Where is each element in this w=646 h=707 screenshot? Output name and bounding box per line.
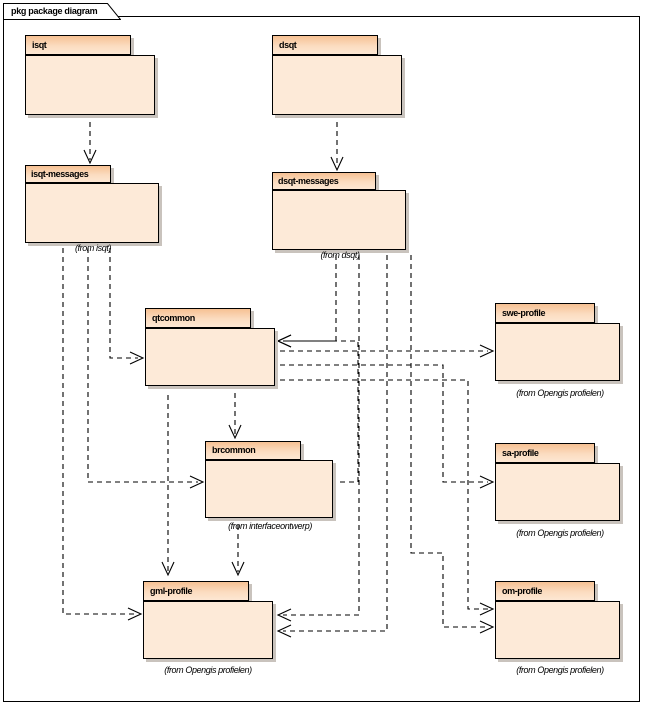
package-body (25, 55, 155, 115)
package-body (495, 463, 620, 521)
package-name: dsqt-messages (278, 176, 339, 186)
package-from-note-dsqt-messages: (from dsqt) (320, 250, 360, 260)
package-body (25, 183, 159, 243)
package-body (495, 323, 620, 381)
package-tab (25, 165, 111, 183)
package-tab (495, 303, 595, 323)
package-tab (145, 308, 251, 328)
frame-label: pkg package diagram (11, 6, 98, 16)
diagram-frame-tab: pkg package diagram (3, 3, 121, 20)
package-name: brcommon (212, 445, 256, 455)
package-body (272, 55, 402, 115)
package-name: isqt (32, 40, 47, 50)
package-body (205, 460, 333, 518)
package-name: om-profile (502, 586, 542, 596)
package-from-note-swe-profile: (from Opengis profielen) (516, 388, 604, 398)
package-tab (25, 35, 131, 55)
package-tab (205, 441, 301, 460)
package-from-note-isqt-messages: (from isqt) (74, 243, 112, 253)
package-tab (495, 581, 595, 601)
package-name: isqt-messages (31, 169, 89, 179)
package-tab (272, 35, 378, 55)
package-tab (272, 172, 376, 190)
package-from-note-om-profile: (from Opengis profielen) (516, 665, 604, 675)
package-from-note-sa-profile: (from Opengis profielen) (516, 528, 604, 538)
package-name: swe-profile (502, 308, 546, 318)
package-name: dsqt (279, 40, 297, 50)
frame-tab-shape (3, 3, 121, 20)
package-name: qtcommon (152, 313, 195, 323)
package-body (495, 601, 620, 659)
package-body (145, 328, 275, 386)
package-name: sa-profile (502, 448, 539, 458)
package-body (143, 601, 273, 659)
package-name: gml-profile (150, 586, 193, 596)
package-tab (495, 443, 595, 463)
package-from-note-brcommon: (from interfaceontwerp) (228, 521, 312, 531)
package-tab (143, 581, 249, 601)
package-body (272, 190, 406, 250)
package-from-note-gml-profile: (from Opengis profielen) (164, 665, 252, 675)
